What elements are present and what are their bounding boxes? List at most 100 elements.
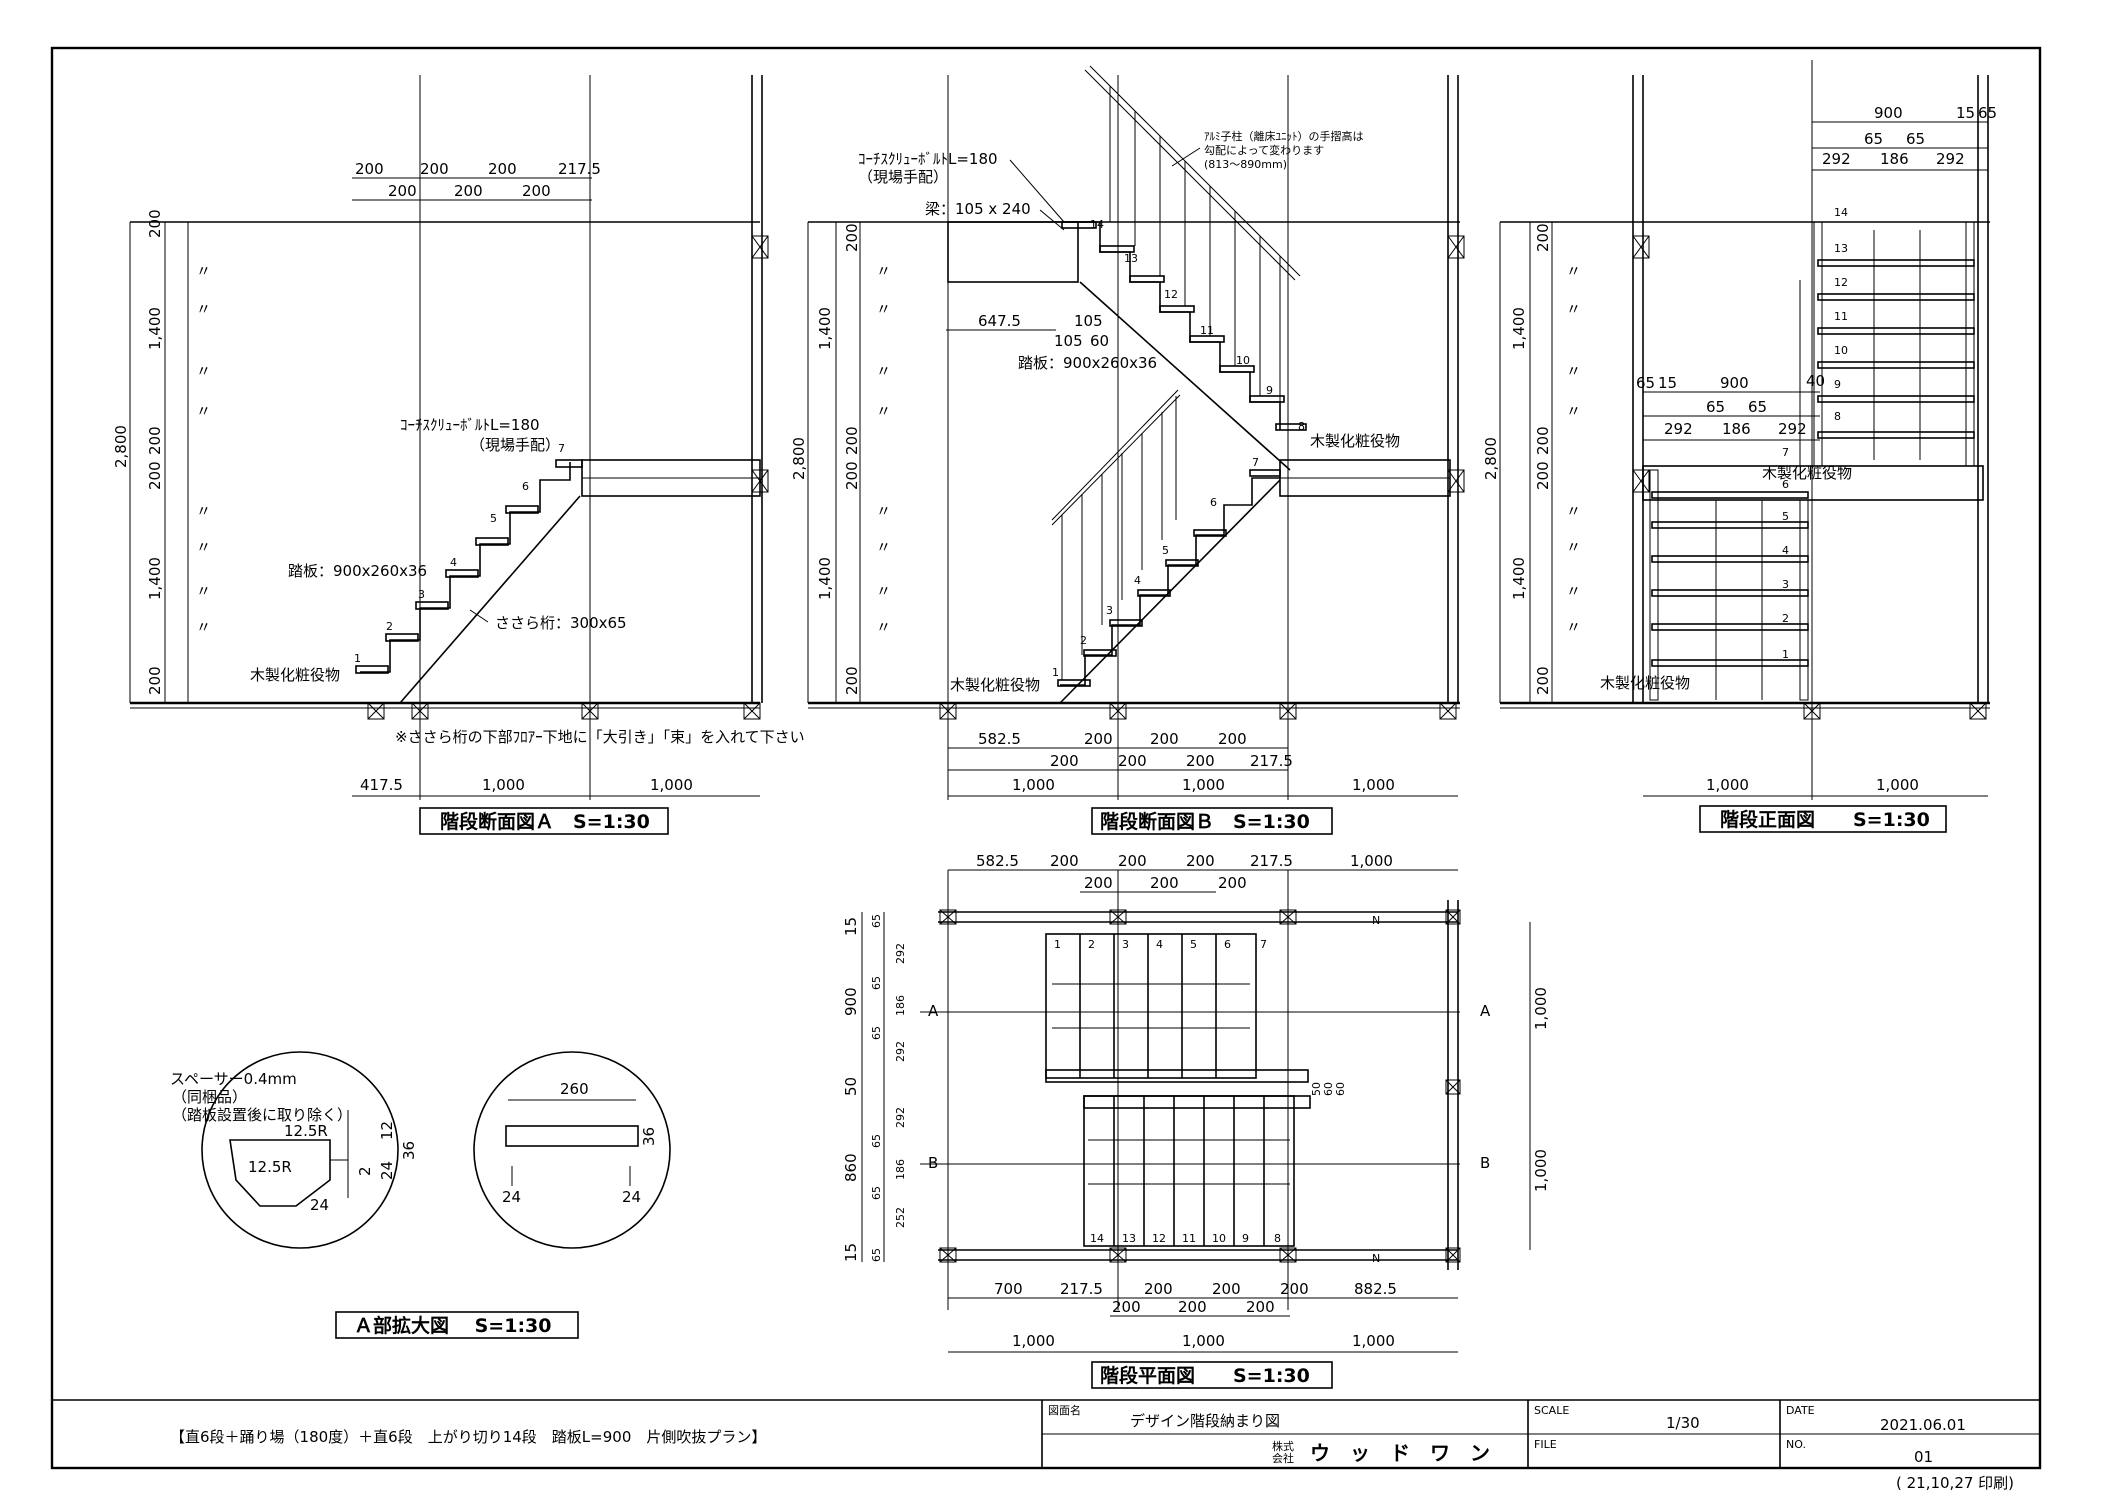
svg-text:1,000: 1,000: [1532, 1149, 1550, 1192]
section-a-steps: [355, 459, 583, 674]
svg-text:200: 200: [1280, 1280, 1309, 1298]
svg-text:7: 7: [1260, 938, 1267, 951]
svg-text:860: 860: [842, 1153, 860, 1182]
svg-text:〃: 〃: [876, 262, 891, 280]
svg-text:〃: 〃: [196, 582, 211, 600]
section-mark-a-right: A: [1480, 1002, 1491, 1020]
svg-text:50: 50: [842, 1077, 860, 1096]
svg-text:200: 200: [1218, 730, 1247, 748]
svg-text:186: 186: [1880, 150, 1909, 168]
svg-text:6: 6: [1224, 938, 1231, 951]
print-date: ( 21,10,27 印刷): [1896, 1474, 2014, 1492]
company-name: ウ ッ ド ワ ン: [1310, 1441, 1490, 1465]
svg-text:12.5R: 12.5R: [284, 1122, 328, 1140]
svg-text:〃: 〃: [876, 300, 891, 318]
svg-text:〃: 〃: [876, 618, 891, 636]
svg-text:5: 5: [490, 512, 497, 525]
plan-description: 【直6段＋踊り場（180度）＋直6段 上がり切り14段 踏板L=900 片側吹抜…: [170, 1428, 766, 1446]
svg-text:200: 200: [1144, 1280, 1173, 1298]
svg-text:〃: 〃: [196, 402, 211, 420]
svg-text:65: 65: [870, 1026, 883, 1040]
svg-text:200: 200: [146, 461, 164, 490]
svg-text:65: 65: [870, 976, 883, 990]
svg-text:65: 65: [870, 1248, 883, 1262]
svg-text:200: 200: [1150, 874, 1179, 892]
svg-text:252: 252: [894, 1207, 907, 1228]
front-finish-lower: 木製化粧役物: [1600, 674, 1690, 692]
svg-text:12.5R: 12.5R: [248, 1158, 292, 1176]
svg-text:200: 200: [843, 666, 861, 695]
svg-text:1,400: 1,400: [816, 307, 834, 350]
section-mark-b-left: B: [928, 1154, 938, 1172]
detail-a-view: スペーサー0.4mm （同梱品） （踏板設置後に取り除く） 12.5R 12.5…: [170, 1051, 671, 1339]
svg-text:2: 2: [1782, 612, 1789, 625]
section-b-bolt-label: ｺｰﾁｽｸﾘｭｰﾎﾞﾙﾄL=180: [858, 150, 998, 168]
svg-text:1,000: 1,000: [1532, 987, 1550, 1030]
svg-text:3: 3: [1122, 938, 1129, 951]
svg-text:1,400: 1,400: [1510, 557, 1528, 600]
svg-text:200: 200: [1050, 752, 1079, 770]
svg-text:217.5: 217.5: [1250, 752, 1293, 770]
svg-text:1,400: 1,400: [146, 557, 164, 600]
svg-text:2,800: 2,800: [1482, 437, 1500, 480]
section-b-finish-upper: 木製化粧役物: [1310, 432, 1400, 450]
title-block: 【直6段＋踊り場（180度）＋直6段 上がり切り14段 踏板L=900 片側吹抜…: [52, 1399, 2040, 1492]
svg-text:4: 4: [1782, 544, 1789, 557]
svg-text:〃: 〃: [1566, 262, 1581, 280]
svg-text:10: 10: [1834, 344, 1848, 357]
section-a-bolt-label: ｺｰﾁｽｸﾘｭｰﾎﾞﾙﾄL=180: [400, 416, 540, 434]
svg-text:200: 200: [1534, 666, 1552, 695]
svg-text:5: 5: [1782, 510, 1789, 523]
svg-text:〃: 〃: [876, 538, 891, 556]
svg-text:217.5: 217.5: [558, 160, 601, 178]
svg-text:200: 200: [146, 209, 164, 238]
svg-text:7: 7: [558, 442, 565, 455]
svg-text:13: 13: [1122, 1232, 1136, 1245]
svg-text:5: 5: [1162, 544, 1169, 557]
svg-text:株式: 株式: [1272, 1439, 1294, 1453]
svg-text:200: 200: [1084, 730, 1113, 748]
front-title: 階段正面図 S=1:30: [1720, 808, 1930, 831]
svg-text:40: 40: [1806, 372, 1825, 390]
sheet-border: [50, 46, 2042, 1470]
svg-text:217.5: 217.5: [1250, 852, 1293, 870]
section-b-beam-label: 梁：105 x 240: [925, 200, 1031, 218]
svg-text:700: 700: [994, 1280, 1023, 1298]
svg-text:3: 3: [418, 588, 425, 601]
svg-text:4: 4: [450, 556, 457, 569]
svg-text:200: 200: [1118, 852, 1147, 870]
svg-text:〃: 〃: [876, 582, 891, 600]
svg-text:1,000: 1,000: [1352, 1332, 1395, 1350]
svg-text:14: 14: [1834, 206, 1848, 219]
no-value: 01: [1914, 1448, 1933, 1466]
svg-text:N: N: [1372, 914, 1380, 927]
svg-text:4: 4: [1156, 938, 1163, 951]
svg-text:6: 6: [1210, 496, 1217, 509]
svg-text:〃: 〃: [1566, 538, 1581, 556]
section-b-step-numbers: 1 2 3 4 5 6 7 8 9 10 11 12 13 14: [1052, 218, 1305, 679]
svg-text:105: 105: [1054, 332, 1083, 350]
svg-text:1,000: 1,000: [1876, 776, 1919, 794]
svg-text:〃: 〃: [1566, 300, 1581, 318]
svg-text:200: 200: [843, 223, 861, 252]
svg-text:200: 200: [1246, 1298, 1275, 1316]
svg-text:217.5: 217.5: [1060, 1280, 1103, 1298]
svg-text:292: 292: [1936, 150, 1965, 168]
detail-spacer-label-3: （踏板設置後に取り除く）: [172, 1106, 352, 1124]
svg-text:〃: 〃: [876, 402, 891, 420]
svg-text:〃: 〃: [1566, 502, 1581, 520]
detail-spacer-label-2: （同梱品）: [172, 1088, 247, 1106]
svg-text:200: 200: [1534, 426, 1552, 455]
section-mark-b-right: B: [1480, 1154, 1490, 1172]
svg-text:〃: 〃: [196, 502, 211, 520]
svg-text:会社: 会社: [1272, 1451, 1294, 1465]
svg-text:1,000: 1,000: [1182, 1332, 1225, 1350]
svg-text:65: 65: [1864, 130, 1883, 148]
section-b-upper-steps: [1061, 221, 1307, 431]
svg-text:200: 200: [146, 666, 164, 695]
svg-text:65: 65: [1978, 104, 1997, 122]
svg-text:200: 200: [1150, 730, 1179, 748]
section-a-tread-label: 踏板：900x260x36: [288, 562, 427, 580]
svg-text:〃: 〃: [196, 618, 211, 636]
